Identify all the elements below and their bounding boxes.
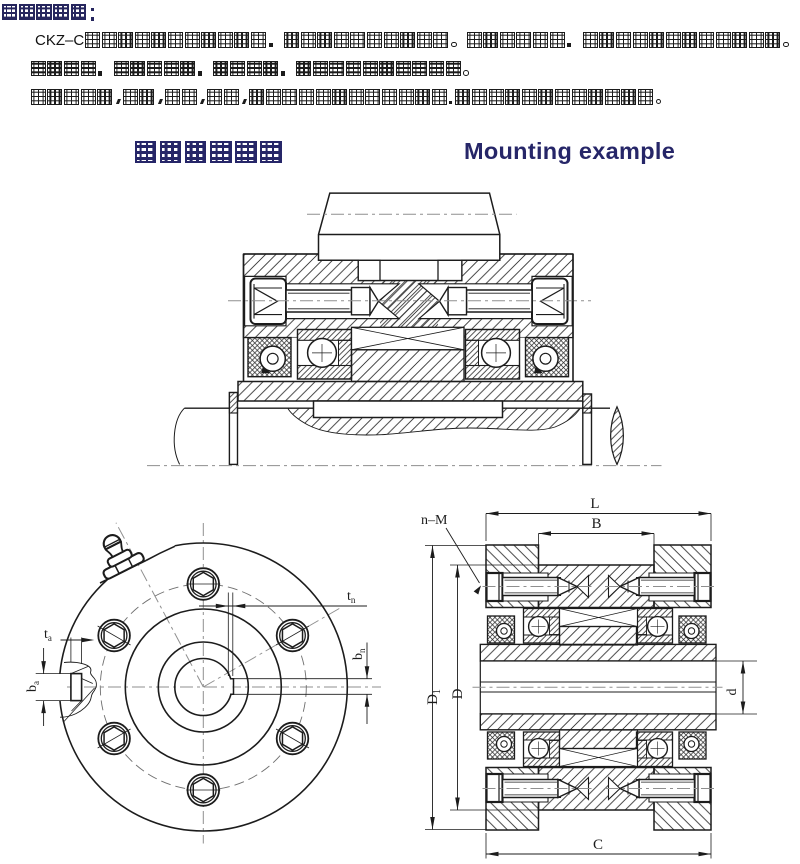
- svg-text:ba: ba: [25, 681, 41, 692]
- svg-text:D: D: [450, 688, 466, 699]
- svg-text:L: L: [590, 496, 599, 512]
- svg-text:n–M: n–M: [421, 513, 448, 528]
- svg-text:ta: ta: [44, 627, 52, 643]
- svg-text:B: B: [591, 516, 601, 532]
- svg-text:d: d: [725, 689, 740, 696]
- svg-text:C: C: [593, 837, 603, 853]
- svg-text:tn: tn: [347, 589, 356, 605]
